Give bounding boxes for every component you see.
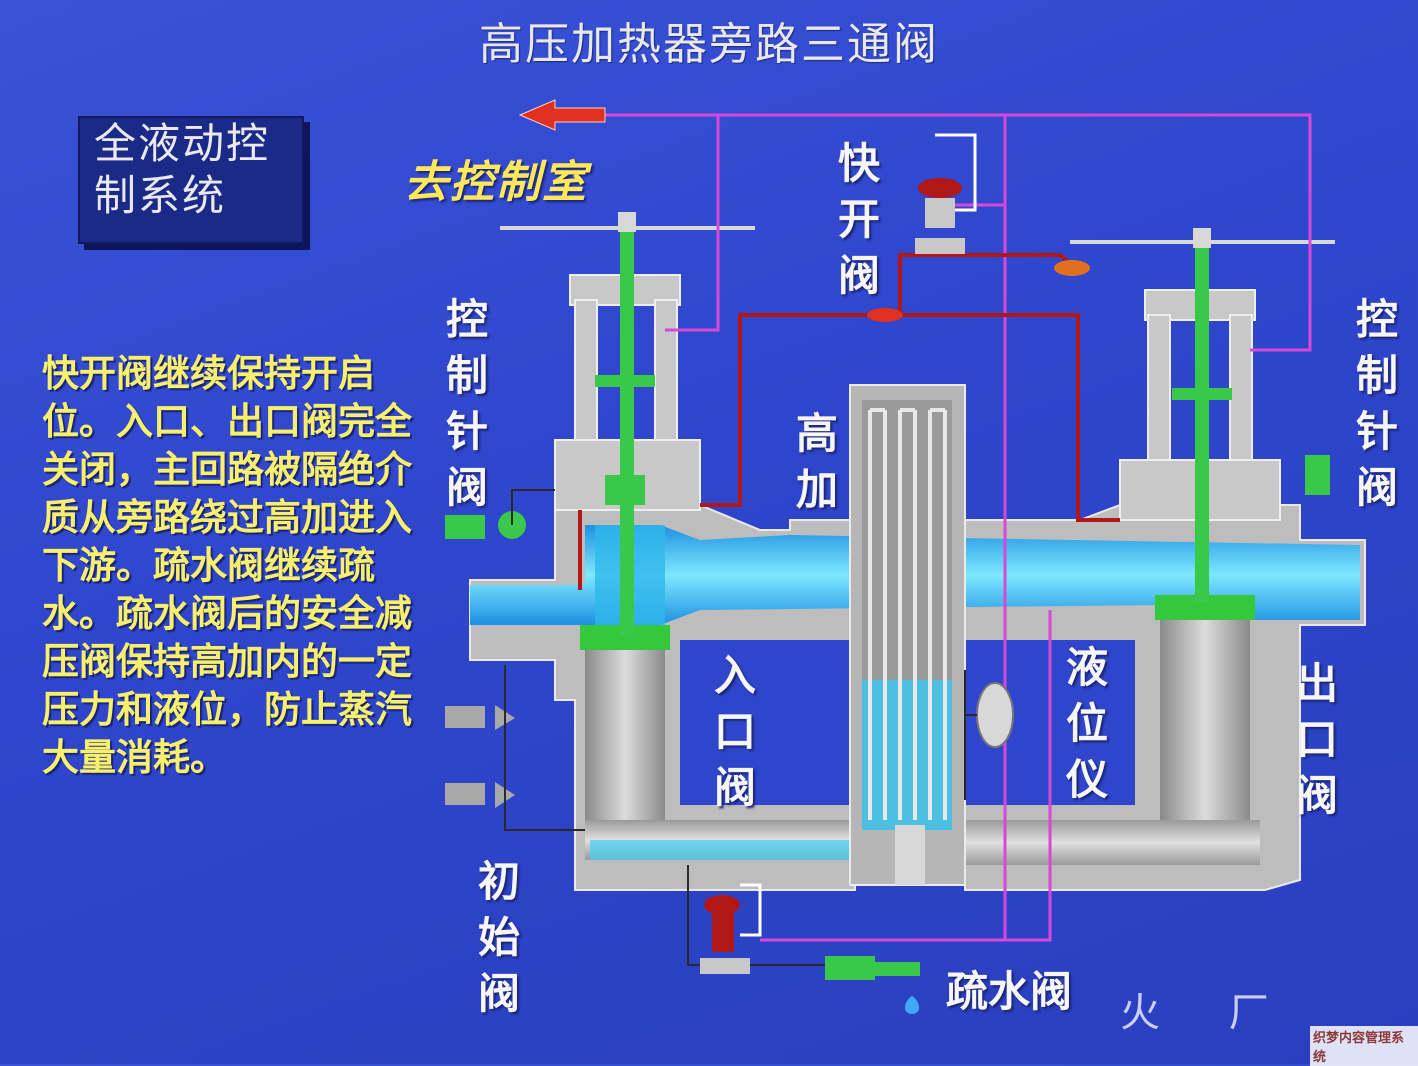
left-needle-valve-label: 控制针阀	[445, 295, 488, 512]
system-label-line1: 全液动控	[94, 119, 271, 168]
left-valve-actuator	[500, 212, 755, 635]
diagram-title: 高压加热器旁路三通阀	[479, 19, 939, 70]
watermark: 织梦内容管理系统	[1310, 1026, 1418, 1066]
level-gauge-label: 液位仪	[1065, 643, 1108, 804]
drain-valve-label: 疏水阀	[946, 967, 1073, 1016]
hp-heater-label: 高加	[795, 409, 838, 514]
quick-open-valve-label: 快开阀	[837, 139, 880, 300]
left-small-valves	[445, 489, 585, 831]
initial-valve-label: 初始阀	[477, 857, 520, 1018]
drain-valve-device	[687, 865, 920, 1014]
right-needle-valve-label: 控制针阀	[1355, 295, 1398, 512]
system-label-box: 全液动控 制系统	[78, 116, 304, 244]
level-gauge-device	[964, 670, 1014, 800]
right-valve-actuator	[1070, 228, 1335, 602]
quick-open-valve	[867, 133, 1090, 322]
inlet-valve-label: 入口阀	[713, 651, 756, 812]
outlet-valve-label: 出口阀	[1295, 659, 1338, 820]
description-text: 快开阀继续保持开启位。入口、出口阀完全关闭，主回路被隔绝介质从旁路绕过高加进入下…	[42, 352, 412, 779]
hp-heater	[849, 384, 966, 886]
arrow-to-control-room	[518, 99, 606, 131]
footer-faded-text: 火 厂	[1120, 990, 1297, 1036]
to-control-room-label: 去控制室	[404, 157, 588, 208]
system-label-line2: 制系统	[94, 171, 227, 220]
signal-lines	[600, 113, 1312, 942]
